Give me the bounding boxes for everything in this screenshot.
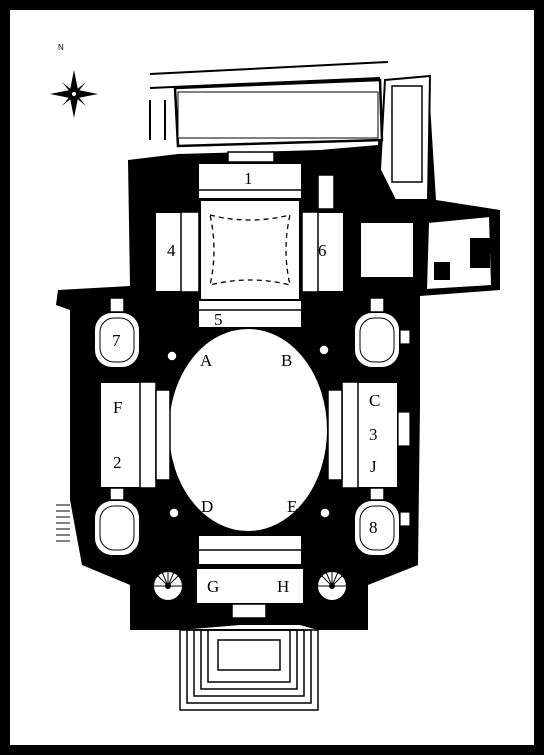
- room-6-inner: [301, 211, 319, 293]
- label-4: 4: [167, 241, 176, 260]
- chapel-sw-inner: [99, 505, 135, 551]
- label-2: 2: [113, 453, 122, 472]
- label-7: 7: [112, 331, 121, 350]
- label-B: B: [281, 351, 292, 370]
- west-steps: [56, 504, 70, 542]
- label-D: D: [201, 497, 213, 516]
- north-block-inner: [177, 91, 379, 139]
- entry-door: [231, 603, 267, 619]
- arch-5: [197, 299, 303, 329]
- transept-east-inner: [341, 381, 359, 489]
- chapel-ne-window: [399, 329, 411, 345]
- chapel-7-inner: [99, 317, 135, 363]
- chapel-8-window: [399, 511, 411, 527]
- annex-cell-a: [470, 238, 490, 268]
- chancel: [199, 199, 301, 301]
- room-6-stair: [317, 174, 335, 210]
- annex-room-small: [391, 85, 423, 183]
- north-label: N: [58, 43, 64, 52]
- chapel-ne-inner: [359, 317, 395, 363]
- label-G: G: [207, 577, 219, 596]
- apse-niche: [227, 151, 275, 163]
- transept-west-inner: [139, 381, 157, 489]
- transept-west-arch: [155, 389, 171, 481]
- north-corridor: [149, 61, 389, 140]
- spiral-stair-east: [316, 570, 348, 602]
- vestibule: [195, 567, 305, 605]
- chapel-ne-door: [369, 297, 385, 313]
- label-F: F: [113, 398, 122, 417]
- label-H: H: [277, 577, 289, 596]
- label-E: E: [287, 497, 297, 516]
- label-A: A: [200, 351, 213, 370]
- chapel-8-door: [369, 487, 385, 501]
- annex-cell-b: [434, 262, 450, 280]
- north-arrow-icon: [50, 70, 98, 118]
- transept-east-window: [397, 411, 411, 447]
- room-1: [197, 162, 303, 200]
- entrance-steps: [179, 629, 319, 711]
- label-C: C: [369, 391, 380, 410]
- oval-nave: [167, 327, 329, 533]
- label-6: 6: [318, 241, 327, 260]
- transept-east-arch: [327, 389, 343, 481]
- label-8: 8: [369, 518, 378, 537]
- label-1: 1: [244, 169, 253, 188]
- annex-room-mid: [359, 221, 415, 279]
- chapel-7-door: [109, 297, 125, 313]
- label-3: 3: [369, 425, 378, 444]
- label-J: J: [370, 457, 377, 476]
- oval-pilasters: [166, 344, 331, 519]
- chapel-8-inner: [359, 505, 395, 551]
- label-5: 5: [214, 310, 223, 329]
- room-4-inner: [180, 211, 200, 293]
- spiral-stair-west: [152, 570, 184, 602]
- chapel-sw-door: [109, 487, 125, 501]
